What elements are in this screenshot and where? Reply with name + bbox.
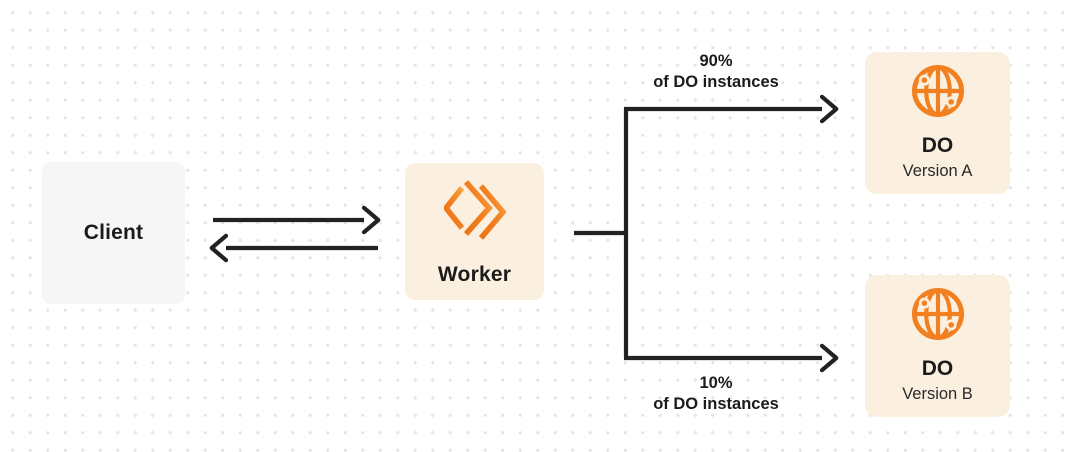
globe-dot-upper-left xyxy=(918,74,930,86)
do-version-a-node: DO Version A xyxy=(865,52,1010,194)
route-b-label: 10% of DO instances xyxy=(606,373,826,415)
cloudflare-workers-icon xyxy=(443,180,506,240)
do-b-subtitle: Version B xyxy=(902,385,973,403)
do-a-title: DO xyxy=(921,134,954,157)
route-b-percent: 10% xyxy=(699,374,733,392)
branch-trunk-line xyxy=(574,109,629,358)
worker-node: Worker xyxy=(405,163,544,300)
client-label: Client xyxy=(83,221,144,244)
route-a-caption: of DO instances xyxy=(653,73,779,91)
route-b-caption: of DO instances xyxy=(653,395,779,413)
do-a-subtitle: Version A xyxy=(902,162,973,180)
globe-dot-upper-left xyxy=(918,297,930,309)
globe-icon xyxy=(911,64,964,118)
globe-icon xyxy=(911,287,964,341)
globe-dot-lower-right xyxy=(945,319,957,331)
do-version-b-node: DO Version B xyxy=(865,275,1010,417)
route-a-percent: 90% xyxy=(699,52,733,70)
client-node: Client xyxy=(42,162,185,304)
workers-chevron-2 xyxy=(478,184,506,240)
globe-dot-lower-right xyxy=(945,96,957,108)
workers-left-bracket xyxy=(443,186,464,230)
route-a-label: 90% of DO instances xyxy=(606,51,826,93)
worker-label: Worker xyxy=(437,263,512,286)
workers-chevron-1 xyxy=(463,180,493,236)
do-b-title: DO xyxy=(921,357,954,380)
